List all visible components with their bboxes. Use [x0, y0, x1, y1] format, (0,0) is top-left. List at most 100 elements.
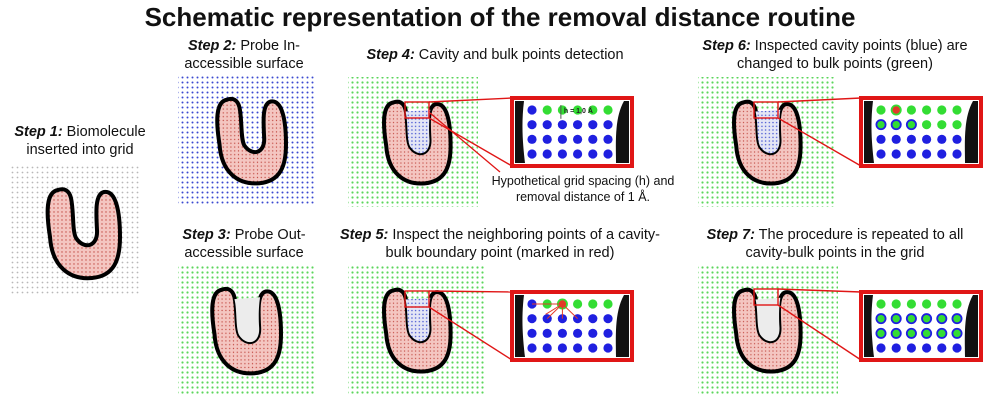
- step6-zoom-point: [952, 134, 962, 144]
- step4-zoom-point: [527, 105, 537, 115]
- step5-zoom-point: [588, 328, 598, 338]
- step4-zoom-point: [603, 105, 613, 115]
- figure-title: Schematic representation of the removal …: [144, 2, 856, 32]
- step7-zoom-point: [952, 299, 962, 309]
- step6-zoom-point: [952, 105, 962, 115]
- step6-zoom-point: [890, 119, 902, 131]
- step4-zoom-connector-bottom: [428, 117, 513, 167]
- step7-zoom-point: [936, 327, 948, 339]
- step7-zoom-point: [937, 343, 947, 353]
- step4-zoom-point: [557, 105, 568, 115]
- step7-zoom-point: [937, 299, 947, 309]
- step6-zoom-point: [937, 134, 947, 144]
- step4-zoom-point: [542, 149, 552, 159]
- step7-zoom: [753, 288, 983, 362]
- step7-zoom-point: [876, 343, 886, 353]
- step4-zoom-left-wall: [515, 101, 525, 163]
- step6-zoom-connector-top: [777, 97, 862, 103]
- step5-zoom-point: [603, 314, 613, 324]
- step5-neighbor-ray: [562, 303, 578, 320]
- step4-zoom-point: [573, 149, 583, 159]
- step1-label: Step 1:: [14, 124, 63, 140]
- step6-panel: [698, 77, 836, 207]
- step6-zoom-point: [906, 149, 917, 159]
- step6-zoom-point: [891, 149, 901, 159]
- step5-zoom-point: [603, 328, 613, 338]
- step6-zoom-point: [922, 105, 932, 115]
- step7-zoom-point: [906, 299, 917, 309]
- step5-zoom-point: [573, 328, 583, 338]
- step5-zoom-point: [542, 343, 552, 353]
- step4-zoom-point: [588, 134, 598, 144]
- step7-zoom-point: [906, 343, 917, 353]
- step6-zoom-point: [906, 105, 917, 115]
- grid-spacing-note: Hypothetical grid spacing (h) and remova…: [491, 174, 675, 204]
- step7-caption: Step 7: The procedure is repeated to all…: [685, 226, 985, 262]
- step5-zoom-point: [603, 299, 613, 309]
- step6-zoom-right-wall: [964, 101, 978, 163]
- step5-zoom-point: [573, 343, 583, 353]
- step4-zoom-point: [573, 134, 583, 144]
- step4-zoom-point: [603, 134, 613, 144]
- step7-zoom-selection: [753, 288, 779, 306]
- step3-panel-molecule: [210, 286, 283, 376]
- step4-zoom-point: [573, 105, 583, 115]
- step5-zoom-right-wall: [615, 295, 629, 357]
- step5-zoom-point: [542, 328, 552, 338]
- step4-label: Step 4:: [366, 47, 415, 63]
- step4-caption: Step 4: Cavity and bulk points detection: [335, 46, 655, 64]
- step6-panel-molecule: [734, 102, 801, 184]
- step7-zoom-point: [891, 299, 901, 309]
- step7-panel: [698, 264, 838, 394]
- step7-zoom-connector-bottom: [777, 304, 862, 361]
- step5-zoom-connector-top: [428, 290, 513, 293]
- step6-zoom-connector-bottom: [777, 117, 862, 167]
- step6-zoom-point: [891, 134, 901, 144]
- step4-zoom: h = 1,0 Å: [404, 96, 634, 168]
- step7-zoom-right-wall: [964, 295, 978, 357]
- step5-zoom-point: [588, 314, 598, 324]
- step4-zoom-right-wall: [615, 101, 629, 163]
- step2-label: Step 2:: [187, 38, 237, 54]
- step4-zoom-point: [527, 149, 537, 159]
- step5-zoom-point: [557, 328, 568, 338]
- step3-label: Step 3:: [182, 227, 231, 243]
- step5-zoom-point: [557, 343, 568, 353]
- step5-zoom-point: [588, 343, 598, 353]
- step5-neighbor-ray: [545, 303, 563, 315]
- step2-panel: [178, 76, 316, 206]
- step6-zoom-point: [876, 134, 886, 144]
- step6-zoom-point: [937, 105, 947, 115]
- step4-zoom-selection: [404, 101, 430, 119]
- step6-text: Inspected cavity points (blue) are chang…: [737, 38, 968, 72]
- step3-text: Probe Out-accessible surface: [184, 227, 306, 261]
- step4-zoom-point: [527, 120, 537, 130]
- step7-zoom-connector-top: [777, 288, 862, 293]
- step2-caption: Step 2: Probe In-accessible surface: [170, 37, 318, 73]
- step5-zoom-point: [588, 299, 598, 309]
- step4-zoom-point: [542, 105, 552, 115]
- step7-zoom-point: [952, 343, 962, 353]
- step6-zoom-point: [875, 119, 887, 131]
- step6-zoom-selection: [753, 101, 779, 119]
- step4-zoom-point: [588, 149, 598, 159]
- step5-panel-molecule: [384, 290, 451, 372]
- step7-zoom-point: [922, 343, 932, 353]
- step4-panel: [348, 77, 478, 207]
- step5-zoom-point: [527, 343, 537, 353]
- step7-zoom-point: [921, 327, 933, 339]
- step2-panel-grid: [178, 76, 316, 206]
- step4-zoom-point: [542, 134, 552, 144]
- step4-zoom-point: [603, 149, 613, 159]
- step5-zoom-selection: [404, 290, 430, 308]
- step7-zoom-point: [905, 313, 917, 325]
- step6-zoom-point: [952, 120, 962, 130]
- step6-zoom-point: [876, 149, 886, 159]
- step4-zoom-point: [603, 120, 613, 130]
- step4-zoom-point: [557, 120, 568, 130]
- step7-zoom-left-wall: [864, 295, 874, 357]
- step5-caption: Step 5: Inspect the neighboring points o…: [335, 226, 665, 262]
- step7-zoom-point: [936, 313, 948, 325]
- step6-caption: Step 6: Inspected cavity points (blue) a…: [680, 37, 990, 73]
- step5-zoom: [404, 290, 634, 362]
